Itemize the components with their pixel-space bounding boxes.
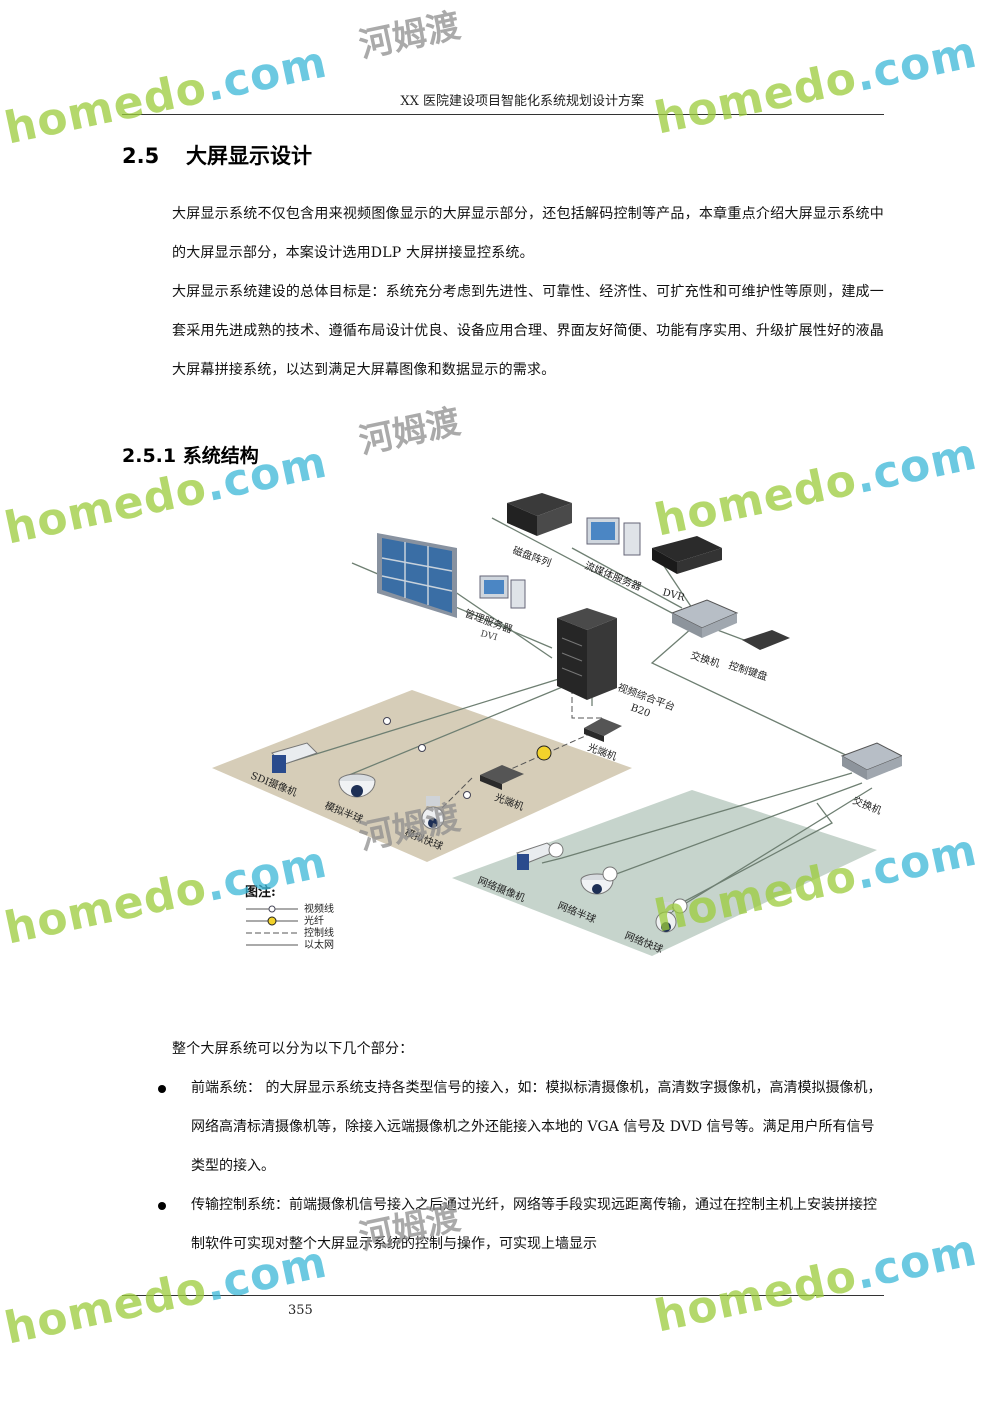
network-camera-icon	[516, 842, 564, 870]
network-dome-icon	[580, 866, 618, 895]
label-dvr: DVR	[661, 587, 686, 604]
legend-item-fiber: 光纤	[304, 914, 324, 927]
page-footer-rule	[122, 1295, 884, 1296]
dvr-icon	[652, 536, 722, 574]
section-title: 大屏显示设计	[186, 144, 312, 168]
legend-title: 图注:	[245, 884, 276, 900]
connection-lines	[286, 517, 873, 919]
watermark-logo: homedo.com	[650, 26, 982, 145]
page-header: XX 医院建设项目智能化系统规划设计方案	[122, 92, 884, 115]
subsection-title: 系统结构	[182, 445, 259, 467]
legend-item-control: 控制线	[304, 926, 334, 939]
watermark-cn: 河姆渡	[355, 5, 464, 67]
diagram-legend: 图注: 视频线 光纤 控制线 以太网	[245, 884, 334, 951]
system-structure-diagram: 磁盘阵列 流媒体服务器 DVR 管理服务器 DVI 交换机 控制键盘	[212, 493, 902, 956]
video-wall	[377, 533, 457, 618]
bullet-frontend: 前端系统： 的大屏显示系统支持各类型信号的接入，如：模拟标清摄像机，高清数字摄像…	[158, 1069, 884, 1186]
label-platform-model: B20	[629, 702, 652, 719]
subsection-heading: 2.5.1 系统结构	[122, 441, 259, 468]
network-zone-floor	[452, 790, 877, 956]
subsection-number: 2.5.1	[122, 445, 177, 467]
body-lead: 整个大屏系统可以分为以下几个部分：	[172, 1041, 414, 1057]
network-speed-dome-icon	[655, 898, 688, 933]
bullet-transmission: 传输控制系统：前端摄像机信号接入之后通过光纤，网络等手段实现远距离传输，通过在控…	[158, 1186, 884, 1264]
bullet-dot	[158, 1085, 166, 1093]
intro-paragraph-2: 大屏显示系统建设的总体目标是：系统充分考虑到先进性、可靠性、经济性、可扩充性和可…	[172, 284, 884, 378]
video-node	[418, 744, 426, 752]
switch-right-icon	[840, 742, 902, 780]
video-platform-icon	[557, 608, 617, 700]
section-heading: 2.5 大屏显示设计	[122, 140, 312, 170]
fiber-icon	[536, 745, 552, 761]
video-node	[383, 717, 391, 725]
sdi-camera-icon	[271, 742, 318, 773]
optical-transceiver-2-icon	[480, 765, 524, 790]
analog-speed-dome-icon	[421, 796, 445, 830]
label-dvi: DVI	[479, 629, 499, 643]
legend-item-video: 视频线	[304, 902, 334, 915]
header-title: XX 医院建设项目智能化系统规划设计方案	[400, 94, 644, 109]
analog-dome-icon	[338, 773, 376, 798]
section-number: 2.5	[122, 144, 160, 168]
page-number: 355	[288, 1303, 313, 1318]
video-node	[463, 791, 471, 799]
control-keyboard-icon	[742, 630, 790, 650]
stream-server-icon	[586, 517, 641, 556]
optical-transceiver-1-icon	[584, 718, 622, 742]
management-server-icon	[479, 575, 526, 609]
label-switch-top: 交换机	[689, 648, 722, 670]
bullet-transmission-text: 传输控制系统：前端摄像机信号接入之后通过光纤，网络等手段实现远距离传输，通过在控…	[191, 1197, 877, 1252]
analog-zone-floor	[212, 690, 632, 862]
switch-top-icon	[670, 599, 739, 638]
bullet-frontend-text: 前端系统： 的大屏显示系统支持各类型信号的接入，如：模拟标清摄像机，高清数字摄像…	[191, 1080, 882, 1174]
label-switch-right: 交换机	[851, 794, 884, 817]
legend-item-ethernet: 以太网	[304, 938, 334, 951]
label-control-keyboard: 控制键盘	[727, 658, 769, 683]
disk-array-icon	[507, 493, 572, 536]
bullet-dot	[158, 1202, 166, 1210]
label-stream-server: 流媒体服务器	[583, 559, 644, 594]
watermark-cn: 河姆渡	[355, 401, 464, 463]
intro-paragraph-1: 大屏显示系统不仅包含用来视频图像显示的大屏显示部分，还包括解码控制等产品，本章重…	[172, 206, 884, 261]
